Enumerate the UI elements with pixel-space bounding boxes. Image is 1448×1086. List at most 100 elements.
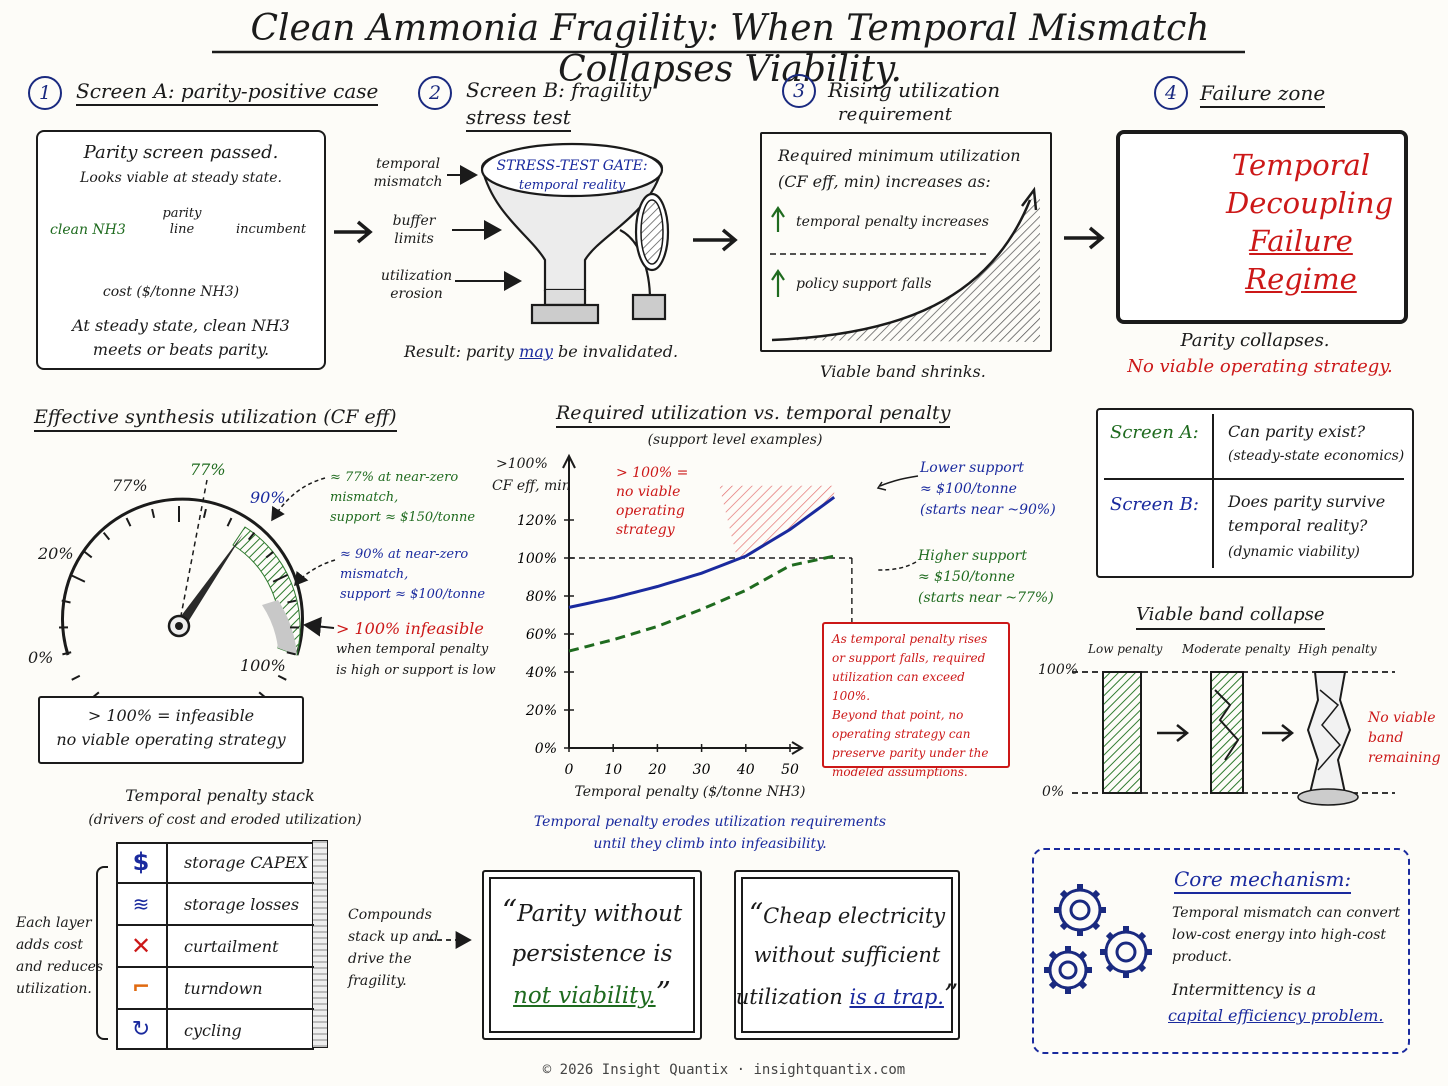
gauge-label-20: 20% xyxy=(38,544,74,563)
layer-label: turndown xyxy=(184,978,263,998)
band-col-moderate: Moderate penalty xyxy=(1182,642,1291,656)
quote-2-line1: Cheap electricity xyxy=(763,904,946,928)
rising-foot: Viable band shrinks. xyxy=(820,362,986,381)
screen-b-label: Screen B: xyxy=(1110,494,1199,515)
step-number-3: 3 xyxy=(782,74,816,108)
incumbent-label: incumbent xyxy=(236,222,307,237)
page-title: Clean Ammonia Fragility: When Temporal M… xyxy=(250,8,1210,90)
layer-label: storage CAPEX xyxy=(184,852,308,872)
gauge-tick xyxy=(226,517,233,527)
dollar-icon: $ xyxy=(116,842,168,882)
table-divider-h xyxy=(1104,478,1404,480)
screen-a-heading: Screen A: parity-positive case xyxy=(76,78,379,106)
band-note-line3: remaining xyxy=(1368,750,1441,766)
x-axis-arrow xyxy=(791,741,804,755)
failure-heading: Failure zone xyxy=(1200,80,1326,108)
y-tick-label: 80% xyxy=(526,589,557,605)
lower-support-legend: Lower support ≈ $100/tonne (starts near … xyxy=(920,458,1056,521)
gauge-tick xyxy=(61,599,71,604)
chart-subtitle: (support level examples) xyxy=(647,432,823,448)
y-tick-label: 0% xyxy=(535,741,557,757)
y-tick-label: 60% xyxy=(526,627,557,643)
note-inf-line3: is high or support is low xyxy=(336,663,496,678)
quote-1-text: “Parity without persistence is not viabi… xyxy=(482,892,702,1016)
gears-icon xyxy=(1044,884,1152,994)
quote-1-line1: Parity without xyxy=(517,901,683,927)
note-77: ≈ 77% at near-zero mismatch, support ≈ $… xyxy=(330,468,475,528)
note-90-line3: support ≈ $100/tonne xyxy=(340,587,486,602)
stack-layer-cycling: ↻ cycling xyxy=(116,1010,314,1050)
screen-a-line1: Parity screen passed. xyxy=(83,142,279,163)
lower-callout-head xyxy=(876,481,887,491)
stack-title: Temporal penalty stack xyxy=(125,786,315,805)
chart-note-line2: or support falls, required xyxy=(832,651,986,665)
compounds-line2: stack up and xyxy=(348,929,439,945)
gauge-tick xyxy=(69,574,86,583)
higher-line2: ≈ $150/tonne xyxy=(918,569,1015,585)
chart-caption-1: Temporal penalty erodes utilization requ… xyxy=(533,814,887,830)
gauge-tick xyxy=(102,531,111,541)
series-line-higher-support xyxy=(568,554,835,653)
y-axis-arrow xyxy=(562,453,576,469)
gauge-title: Effective synthesis utilization (CF eff) xyxy=(34,404,397,432)
gauge-label-100: 100% xyxy=(240,656,286,675)
failure-line-2: Decoupling xyxy=(1226,186,1394,220)
compounds-line1: Compounds xyxy=(348,907,432,923)
higher-line3: (starts near ~77%) xyxy=(918,590,1054,606)
quote-2-line3b: is a trap. xyxy=(849,985,944,1009)
x-tick-label: 20 xyxy=(647,762,666,778)
band-note-line1: No viable xyxy=(1368,710,1436,726)
series-line-lower-support xyxy=(568,495,836,609)
screen-a-label: Screen A: xyxy=(1110,422,1199,443)
chart-note-line5: operating strategy can xyxy=(832,727,971,741)
screen-a-foot1: At steady state, clean NH3 xyxy=(72,316,290,335)
failure-line-4: Regime xyxy=(1245,262,1357,296)
quote-2-line2: without sufficient xyxy=(753,943,941,967)
gauge-tick xyxy=(202,508,207,519)
gauge-label-77b: 77% xyxy=(190,460,226,479)
gauge-callouts xyxy=(271,477,336,587)
screen-b-heading-1: Screen B: fragility xyxy=(466,78,652,102)
gauge-tick xyxy=(62,651,72,656)
higher-support-legend: Higher support ≈ $150/tonne (starts near… xyxy=(918,546,1054,609)
note-90-line2: mismatch, xyxy=(340,567,409,582)
step-number-1: 1 xyxy=(28,76,62,110)
side-line1: Each layer xyxy=(16,915,92,931)
chart-note-line6: preserve parity under the xyxy=(832,746,989,760)
quote-2-line3a: utilization xyxy=(735,985,843,1009)
x-icon: ✕ xyxy=(116,926,168,966)
higher-callout xyxy=(877,561,917,571)
core-text: Temporal mismatch can convert low-cost e… xyxy=(1172,902,1400,968)
gate-label-1: STRESS-TEST GATE: xyxy=(496,158,648,174)
stack-layer-turndown: ⌐ turndown xyxy=(116,968,314,1010)
screen-b-result: Result: parity may be invalidated. xyxy=(404,342,678,361)
gauge-tick xyxy=(287,599,297,604)
side-line3: and reduces xyxy=(16,959,104,975)
rising-heading-1: Rising utilization xyxy=(828,78,1001,102)
rising-panel xyxy=(760,132,1052,352)
chart-ytop-label: >100% xyxy=(496,456,548,472)
stack-layer-curtailment: ✕ curtailment xyxy=(116,926,314,968)
chart-ylabel: CF eff, min xyxy=(492,478,571,494)
screen-b-heading-2: stress test xyxy=(466,104,571,132)
chart-note-line1: As temporal penalty rises xyxy=(832,632,988,646)
step-number-2: 2 xyxy=(418,76,452,110)
y-tick-label: 100% xyxy=(517,551,557,567)
gauge-tick xyxy=(265,551,274,559)
infeasible-zone xyxy=(719,485,835,560)
utilization-gauge xyxy=(58,479,304,704)
rising-item2: policy support falls xyxy=(796,276,932,292)
zone-line4: strategy xyxy=(616,522,675,538)
band-col-high: High penalty xyxy=(1298,642,1377,656)
screen-a-foot2: meets or beats parity. xyxy=(92,340,270,359)
core-title: Core mechanism: xyxy=(1174,866,1352,894)
gauge-label-0: 0% xyxy=(28,648,54,667)
gauge-tick xyxy=(84,551,93,559)
failure-foot2: No viable operating strategy. xyxy=(1127,356,1393,377)
stack-side xyxy=(312,840,328,1048)
note-90: ≈ 90% at near-zero mismatch, support ≈ $… xyxy=(340,545,485,605)
band-y0: 0% xyxy=(1042,784,1065,800)
core-mechanism-panel xyxy=(1032,848,1410,1054)
gauge-tick xyxy=(247,531,256,541)
rising-line1: Required minimum utilization xyxy=(778,146,1021,165)
